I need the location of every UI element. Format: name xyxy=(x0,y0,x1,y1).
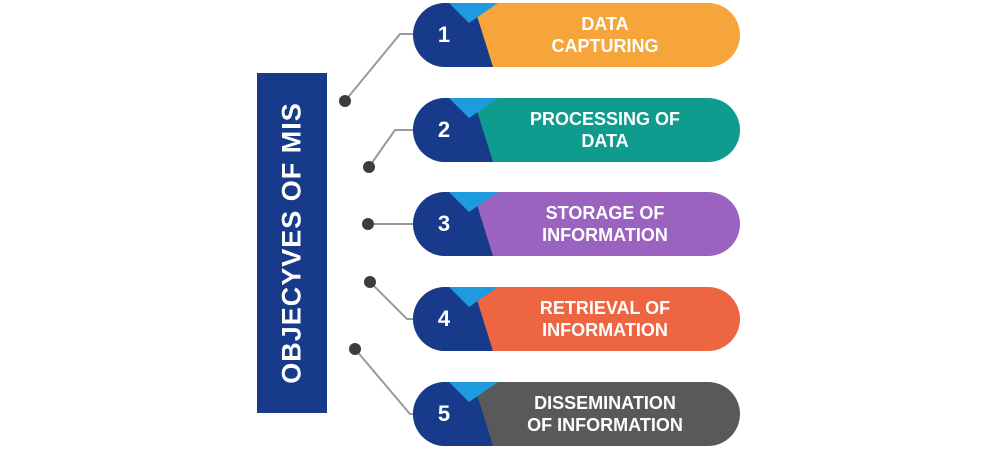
objective-pill xyxy=(413,287,740,351)
objective-pill xyxy=(413,192,740,256)
objective-label-line2: INFORMATION xyxy=(542,320,668,340)
objective-item-4: 4 RETRIEVAL OF INFORMATION xyxy=(413,287,740,351)
objective-label-line1: STORAGE OF xyxy=(545,203,665,223)
objective-label-line1: PROCESSING OF xyxy=(529,109,681,129)
objective-number: 5 xyxy=(437,401,451,426)
objective-pill xyxy=(413,98,740,162)
connector-dot-4 xyxy=(364,276,376,288)
objective-label-line1: DISSEMINATION xyxy=(534,393,676,413)
objective-label-line2: DATA xyxy=(581,131,629,151)
objective-label: PROCESSING OF DATA xyxy=(495,98,715,162)
objective-label-line2: OF INFORMATION xyxy=(527,415,683,435)
diagram-title: OBJECYVES OF MIS xyxy=(276,102,307,384)
connector-line-5 xyxy=(354,348,415,415)
objective-label-line1: DATA xyxy=(581,14,629,34)
objective-label-line2: CAPTURING xyxy=(551,36,659,56)
objective-label: STORAGE OF INFORMATION xyxy=(495,192,715,256)
objective-number: 3 xyxy=(437,211,451,236)
connector-dot-2 xyxy=(363,161,375,173)
objective-label: DISSEMINATION OF INFORMATION xyxy=(495,382,715,446)
objective-label: DATA CAPTURING xyxy=(495,3,715,67)
objective-label-line1: RETRIEVAL OF xyxy=(539,298,671,318)
connector-dot-5 xyxy=(349,343,361,355)
title-bar: OBJECYVES OF MIS xyxy=(257,73,327,413)
objective-item-1: 1 DATA CAPTURING xyxy=(413,3,740,67)
connector-line-1 xyxy=(344,33,415,102)
connector-line-2 xyxy=(368,129,415,168)
objective-label-line2: INFORMATION xyxy=(542,225,668,245)
objective-item-2: 2 PROCESSING OF DATA xyxy=(413,98,740,162)
objective-item-3: 3 STORAGE OF INFORMATION xyxy=(413,192,740,256)
objective-pill xyxy=(413,382,740,446)
objective-number: 2 xyxy=(437,117,451,142)
objective-pill xyxy=(413,3,740,67)
objective-number: 1 xyxy=(437,22,451,47)
objective-item-5: 5 DISSEMINATION OF INFORMATION xyxy=(413,382,740,446)
connector-line-4 xyxy=(369,281,415,320)
connector-dot-3 xyxy=(362,218,374,230)
connector-dot-1 xyxy=(339,95,351,107)
objective-number: 4 xyxy=(437,306,451,331)
objective-label: RETRIEVAL OF INFORMATION xyxy=(495,287,715,351)
